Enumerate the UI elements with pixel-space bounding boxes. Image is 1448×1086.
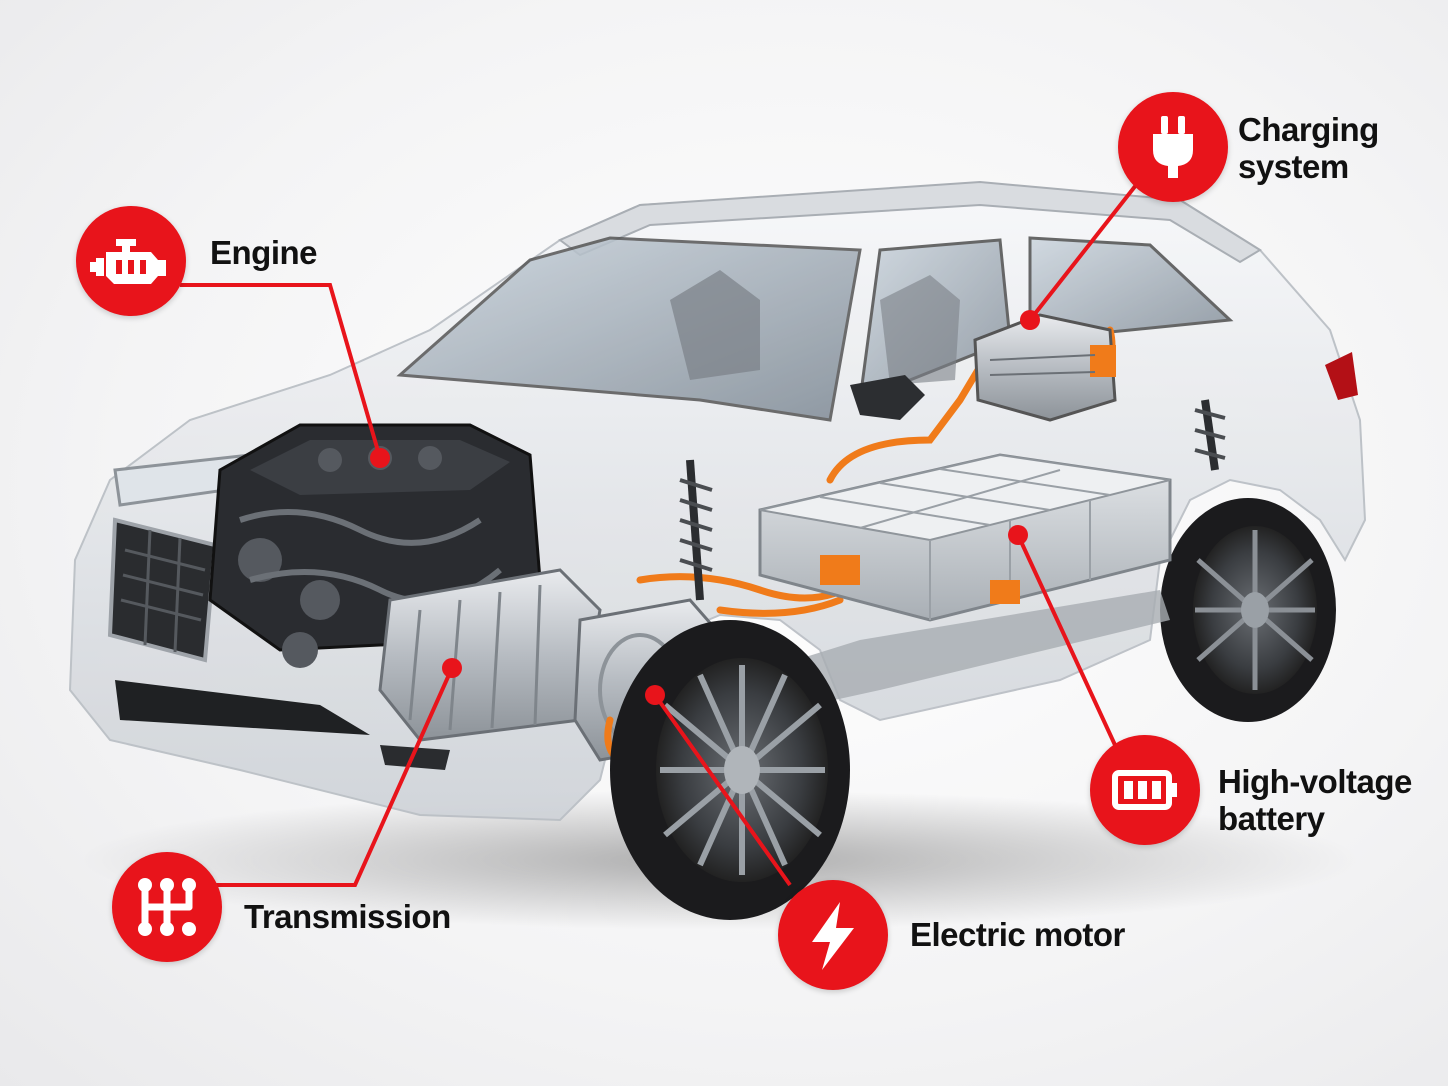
motor-anchor-dot	[645, 685, 665, 705]
battery-icon	[1112, 770, 1177, 810]
seat	[880, 275, 960, 385]
battery-anchor-dot	[1008, 525, 1028, 545]
charging-badge	[1118, 92, 1228, 202]
battery-label: High-voltage battery	[1218, 763, 1412, 837]
roof	[558, 180, 1262, 264]
battery-leader-line	[1016, 534, 1117, 746]
engine-badge	[76, 206, 186, 316]
fog-light	[380, 745, 450, 770]
engine-label: Engine	[210, 234, 318, 271]
lower-intake	[115, 680, 370, 735]
charging-label: Charging system	[1238, 111, 1379, 185]
motor-label: Electric motor	[910, 916, 1125, 953]
front-wheel	[610, 620, 850, 920]
charging-label-line-1: Charging	[1238, 111, 1379, 148]
charging-unit	[973, 313, 1117, 422]
charging-label-line-2: system	[1238, 148, 1349, 185]
motor-badge	[778, 880, 888, 990]
seat	[670, 270, 760, 380]
battery-badge	[1090, 735, 1200, 845]
charging-leader-line	[1028, 178, 1142, 322]
side-window-rear	[1028, 236, 1234, 342]
engine-anchor-dot	[370, 448, 390, 468]
front-grille	[107, 517, 218, 663]
charging-anchor-dot	[1020, 310, 1040, 330]
battery-pack	[758, 453, 1172, 622]
transmission-leader-line	[200, 667, 454, 887]
side-mirror	[850, 375, 925, 420]
battery-label-line-1: High-voltage	[1218, 763, 1412, 800]
battery-label-line-2: battery	[1218, 800, 1325, 837]
rear-wheel	[1160, 498, 1336, 722]
engine-icon	[90, 239, 166, 284]
lightning-icon	[812, 902, 854, 970]
plug-icon	[1153, 116, 1193, 178]
transmission-anchor-dot	[442, 658, 462, 678]
motor-leader-line	[653, 693, 792, 887]
gear-shift-icon	[138, 878, 196, 936]
transmission-badge	[112, 852, 222, 962]
transmission-label: Transmission	[244, 898, 451, 935]
windshield	[396, 236, 862, 422]
tail-light	[1325, 352, 1358, 400]
engine-leader-line	[180, 283, 382, 459]
